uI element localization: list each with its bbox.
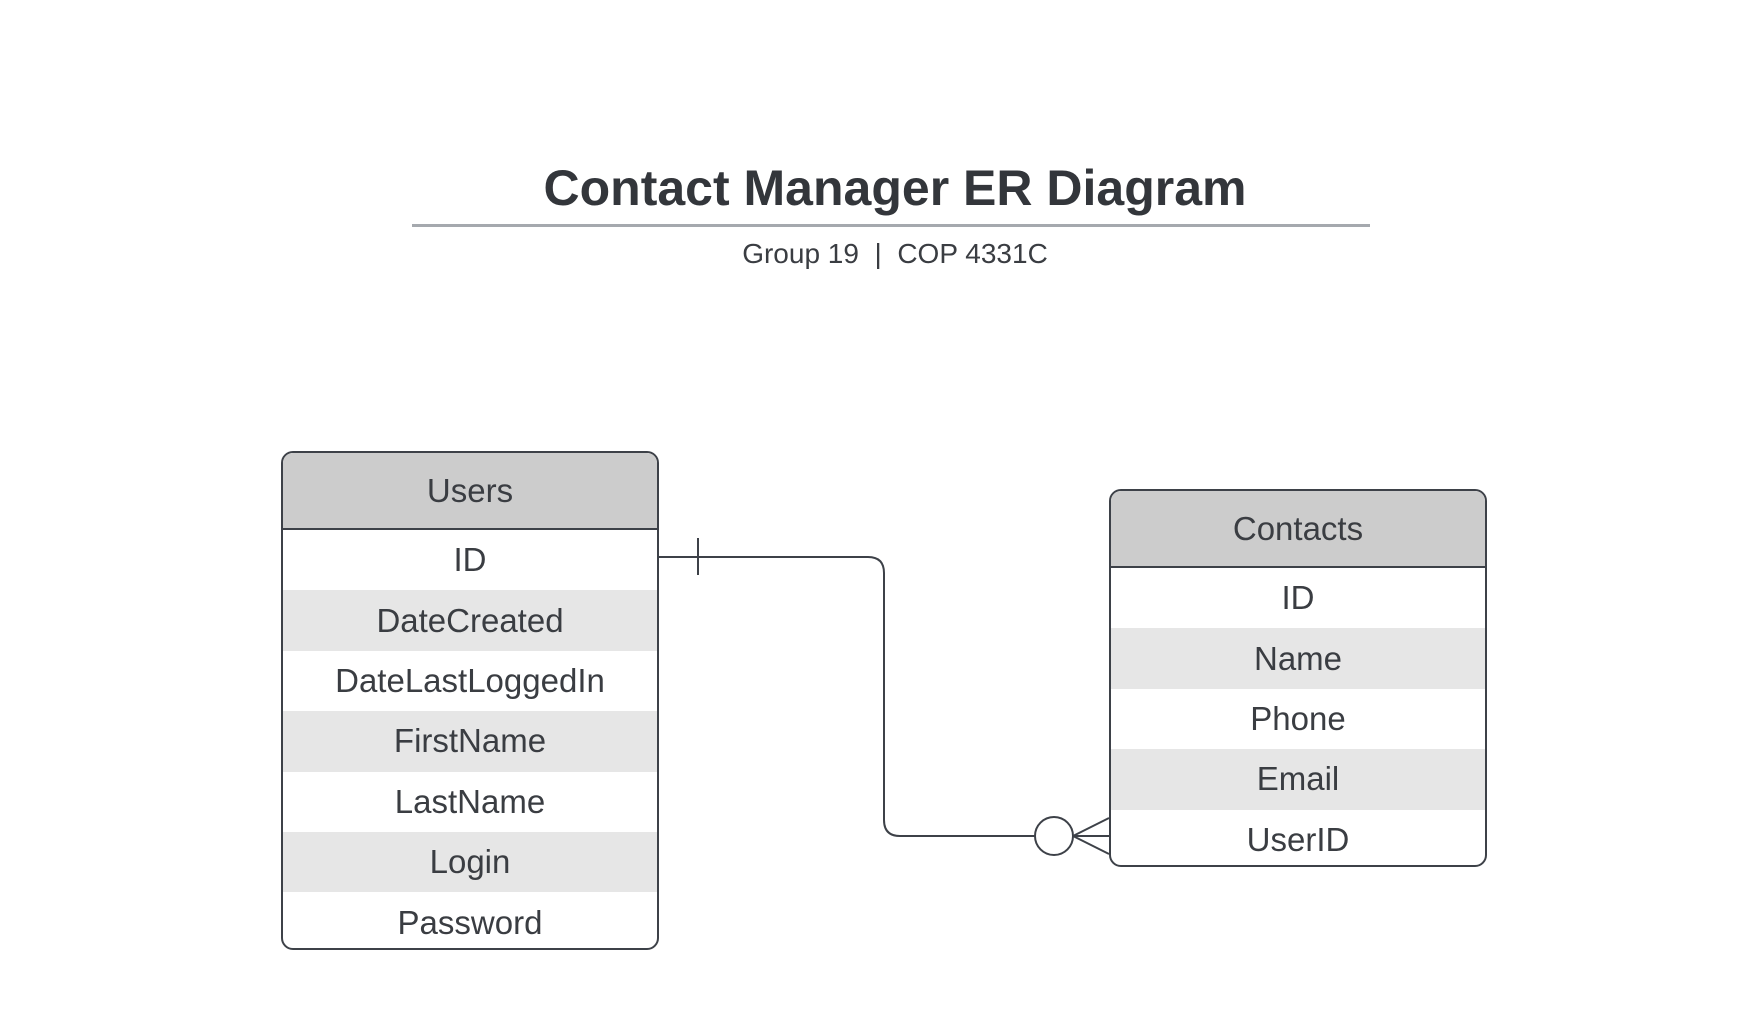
contacts-field-name: Name [1111, 628, 1485, 689]
users-field-firstname: FirstName [283, 711, 657, 772]
contacts-field-email: Email [1111, 749, 1485, 810]
diagram-subtitle: Group 19 | COP 4331C [742, 238, 1048, 269]
users-field-lastname: LastName [394, 782, 546, 820]
users-field-login: Login [283, 831, 657, 893]
contacts-entity-header: Contacts [1111, 491, 1485, 568]
users-field-datelastloggedin: DateLastLoggedIn [335, 661, 605, 699]
contacts-field-id: ID [1281, 579, 1315, 617]
contacts-field-userid: UserID [1246, 820, 1350, 858]
contacts-entity[interactable]: Contacts ID Name Phone Email UserID [1109, 489, 1487, 867]
contacts-field-phone: Phone [1250, 699, 1346, 737]
users-field-datecreated: DateCreated [283, 590, 657, 651]
users-field-password: Password [397, 903, 543, 941]
users-field-id: ID [453, 541, 487, 579]
relationship-line [659, 556, 1035, 837]
users-entity-header: Users [283, 453, 657, 530]
crowfoot-lower-prong [1072, 835, 1110, 855]
users-entity[interactable]: Users ID DateCreated DateLastLoggedIn Fi… [281, 451, 659, 950]
crowfoot-upper-prong [1072, 817, 1110, 837]
diagram-title: Contact Manager ER Diagram [543, 160, 1247, 216]
zero-cardinality-circle [1034, 816, 1074, 856]
title-underline [412, 224, 1370, 227]
